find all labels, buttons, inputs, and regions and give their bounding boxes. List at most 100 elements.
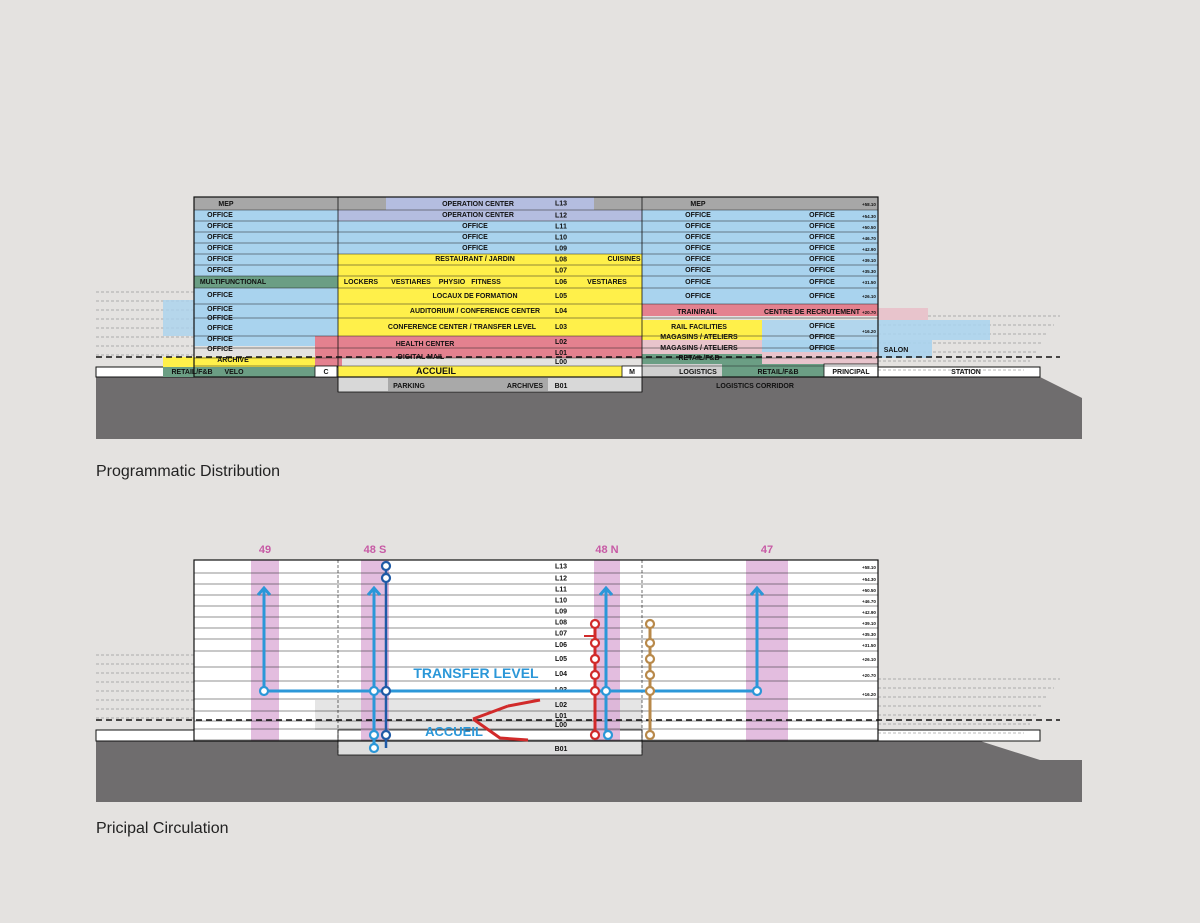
center-tower-floor — [338, 210, 642, 221]
center-tower-floor — [338, 221, 642, 232]
right-label-magasins-ateliers: MAGASINS / ATELIERS — [660, 345, 738, 352]
left-tower-floor — [194, 276, 338, 288]
right-label-office: OFFICE — [809, 212, 835, 219]
node-48s-upper — [380, 560, 392, 572]
node-red — [589, 669, 601, 681]
node-48s — [368, 742, 380, 754]
parking-grey-block — [388, 378, 548, 391]
elevation-label: +20.70 — [862, 310, 876, 315]
right-label-office: OFFICE — [809, 245, 835, 252]
right-magasins-band — [642, 340, 762, 352]
right-label-station: STATION — [951, 369, 981, 376]
right-tower-floor — [642, 276, 878, 288]
center-tower-floor — [338, 254, 642, 265]
left-label-velo: VELO — [224, 369, 244, 376]
elevation-label: +46.70 — [862, 236, 876, 241]
health-center-extension — [315, 336, 342, 366]
elevation-label: +50.50 — [862, 225, 876, 230]
left-tower-floor — [194, 314, 338, 324]
level-label-b01: B01 — [555, 383, 568, 390]
ground-mass-bottom — [96, 741, 1082, 802]
lower-b01-band — [337, 740, 643, 756]
level-label-l05: L05 — [555, 293, 567, 300]
right-label-principal: PRINCIPAL — [832, 369, 870, 376]
right-office-band — [762, 340, 872, 352]
center-label-fitness: FITNESS — [471, 279, 501, 286]
center-label-operation-center: OPERATION CENTER — [442, 201, 514, 208]
right-label-office: OFFICE — [809, 279, 835, 286]
center-label-lockers: LOCKERS — [344, 279, 379, 286]
right-label-mep: MEP — [690, 201, 706, 208]
level-label-bottom-l13: L13 — [555, 564, 567, 571]
right-label-train-rail: TRAIN/RAIL — [677, 309, 717, 316]
level-label-l12: L12 — [555, 213, 567, 220]
left-archive-band — [163, 357, 315, 367]
center-tower-floor — [338, 243, 642, 254]
arrow-up-47 — [749, 585, 765, 596]
elevation-label-bottom: +39.10 — [862, 621, 876, 626]
level-label-bottom-l00: L00 — [555, 722, 567, 729]
accueil-band — [338, 366, 642, 377]
node-red — [589, 637, 601, 649]
core-shaft-47 — [746, 560, 788, 741]
left-tower-floor — [194, 324, 338, 334]
center-label-office: OFFICE — [462, 245, 488, 252]
center-label-office: OFFICE — [462, 223, 488, 230]
right-label-office: OFFICE — [685, 245, 711, 252]
right-retail-green — [642, 354, 762, 364]
node-red — [589, 653, 601, 665]
right-label-rail-facilities: RAIL FACILITIES — [671, 324, 727, 331]
right-label-office: OFFICE — [809, 323, 835, 330]
right-tower-floor — [642, 210, 878, 221]
level-label-bottom-l04: L04 — [555, 671, 567, 678]
elevation-label: +58.10 — [862, 202, 876, 207]
center-tower-floor — [338, 288, 642, 304]
node-48s — [368, 729, 380, 741]
level-label-bottom-l06: L06 — [555, 642, 567, 649]
right-recruitment-extension — [878, 308, 928, 320]
left-tower-floor — [194, 243, 338, 254]
transfer-level-label: TRANSFER LEVEL — [413, 665, 539, 681]
right-label-office: OFFICE — [685, 256, 711, 263]
right-label-salon: SALON — [884, 347, 909, 354]
center-tower-floor — [338, 304, 642, 318]
left-tower-floor — [194, 197, 338, 210]
right-label-office: OFFICE — [685, 267, 711, 274]
right-label-office: OFFICE — [685, 212, 711, 219]
node-orange — [644, 669, 656, 681]
level-label-l03: L03 — [555, 324, 567, 331]
left-tower-floor — [194, 265, 338, 276]
right-label-office: OFFICE — [809, 234, 835, 241]
left-label-office: OFFICE — [207, 336, 233, 343]
right-train-rail-band — [642, 304, 878, 316]
caption-principal-circulation: Pricipal Circulation — [96, 820, 229, 837]
parking-label: PARKING — [393, 383, 425, 390]
center-tower-floor — [338, 197, 642, 210]
left-label-office: OFFICE — [207, 346, 233, 353]
elevation-label: +16.20 — [862, 329, 876, 334]
node-orange — [644, 637, 656, 649]
level-label-bottom-l05: L05 — [555, 656, 567, 663]
left-label-office: OFFICE — [207, 234, 233, 241]
center-label-conference-center-transfer-level: CONFERENCE CENTER / TRANSFER LEVEL — [388, 324, 537, 331]
elevation-label: +39.10 — [862, 258, 876, 263]
center-label-accueil: ACCUEIL — [416, 366, 457, 376]
level-label-bottom-l01: L01 — [555, 713, 567, 720]
center-label-digital-mail: DIGITAL MAIL — [398, 354, 445, 361]
center-label-vestiares: VESTIARES — [587, 279, 627, 286]
center-label-locaux-de-formation: LOCAUX DE FORMATION — [432, 293, 517, 300]
core-label-47: 47 — [761, 544, 773, 556]
core-m-label: M — [629, 369, 635, 376]
arrow-up-49 — [256, 585, 272, 596]
accueil-escalator-branches — [472, 698, 541, 742]
center-tower-floor — [338, 276, 642, 288]
level-label-l06: L06 — [555, 279, 567, 286]
center-label-restaurant-jardin: RESTAURANT / JARDIN — [435, 256, 515, 263]
center-tower-floor — [338, 265, 642, 276]
right-label-retail-f-b: RETAIL/F&B — [678, 355, 719, 362]
elevation-label: +31.50 — [862, 280, 876, 285]
left-label-mep: MEP — [218, 201, 234, 208]
node-orange — [644, 653, 656, 665]
node-48s-dark — [380, 685, 392, 697]
elevation-label-bottom: +46.70 — [862, 599, 876, 604]
